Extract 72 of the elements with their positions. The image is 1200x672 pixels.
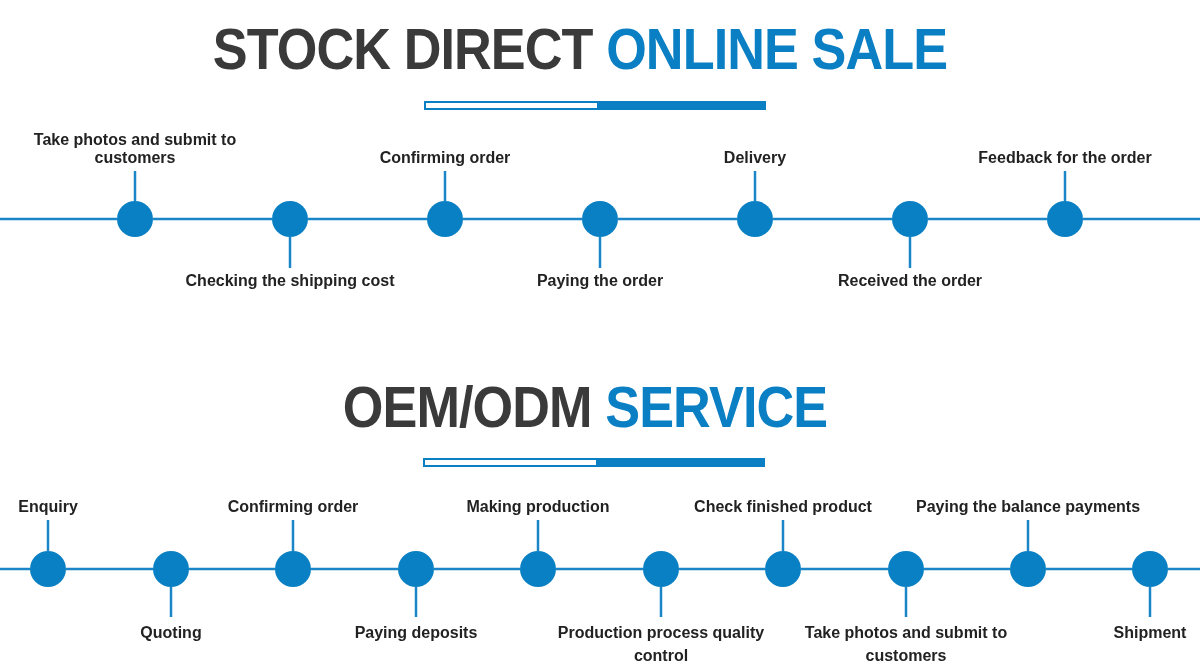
timeline-line [618, 217, 737, 221]
leader-line [291, 520, 295, 551]
timeline-line [0, 567, 30, 571]
timeline-line [773, 217, 892, 221]
section-heading: OEM/ODM SERVICE [342, 376, 828, 438]
leader-line [288, 237, 292, 268]
timeline-dot [643, 551, 679, 587]
timeline-line [556, 567, 643, 571]
timeline-dot [153, 551, 189, 587]
step-label: Take photos and submit to customers [791, 621, 1021, 667]
step-label: Making production [466, 498, 610, 516]
timeline-line [1168, 567, 1200, 571]
leader-line [904, 587, 908, 617]
step-label: Paying deposits [354, 621, 478, 644]
step-label: Confirming order [379, 149, 511, 167]
step-label: Paying the balance payments [915, 498, 1141, 516]
timeline-line [924, 567, 1010, 571]
timeline-line [463, 217, 582, 221]
timeline-dot [272, 201, 308, 237]
step-label: Paying the order [536, 272, 664, 290]
timeline-dot [582, 201, 618, 237]
leader-line [169, 587, 173, 617]
timeline-line [928, 217, 1047, 221]
step-label: Checking the shipping cost [185, 272, 395, 290]
timeline-dot [520, 551, 556, 587]
leader-line [1026, 520, 1030, 551]
timeline-dot [1010, 551, 1046, 587]
timeline-dot [30, 551, 66, 587]
timeline-line [308, 217, 427, 221]
timeline-line [679, 567, 765, 571]
step-label: Check finished product [694, 498, 872, 516]
timeline-line [1083, 217, 1200, 221]
timeline-dot [398, 551, 434, 587]
step-label: Quoting [140, 621, 202, 644]
step-label: Confirming order [227, 498, 359, 516]
timeline-line [801, 567, 888, 571]
timeline-line [153, 217, 272, 221]
leader-line [659, 587, 663, 617]
timeline-line [311, 567, 398, 571]
step-label: Enquiry [18, 498, 78, 516]
timeline-line [0, 217, 117, 221]
timeline-dot [737, 201, 773, 237]
leader-line [908, 237, 912, 268]
timeline-line [189, 567, 275, 571]
step-label: Shipment [1113, 621, 1187, 644]
leader-line [443, 171, 447, 201]
step-label: Production process quality control [546, 621, 776, 667]
timeline-dot [892, 201, 928, 237]
leader-line [1063, 171, 1067, 201]
step-label: Delivery [723, 149, 787, 167]
timeline-line [1046, 567, 1132, 571]
leader-line [133, 171, 137, 201]
leader-line [781, 520, 785, 551]
timeline-dot [888, 551, 924, 587]
timeline-dot [765, 551, 801, 587]
leader-line [414, 587, 418, 617]
leader-line [1148, 587, 1152, 617]
timeline-line [66, 567, 153, 571]
step-label: Received the order [837, 272, 983, 290]
timeline-dot [1132, 551, 1168, 587]
timeline-dot [427, 201, 463, 237]
timeline-dot [1047, 201, 1083, 237]
timeline-dot [117, 201, 153, 237]
step-label: Feedback for the order [978, 149, 1152, 167]
leader-line [536, 520, 540, 551]
step-label: Take photos and submit to customers [20, 131, 250, 167]
leader-line [753, 171, 757, 201]
timeline-line [434, 567, 520, 571]
leader-line [46, 520, 50, 551]
leader-line [598, 237, 602, 268]
section-heading: STOCK DIRECT ONLINE SALE [212, 18, 948, 80]
timeline-dot [275, 551, 311, 587]
